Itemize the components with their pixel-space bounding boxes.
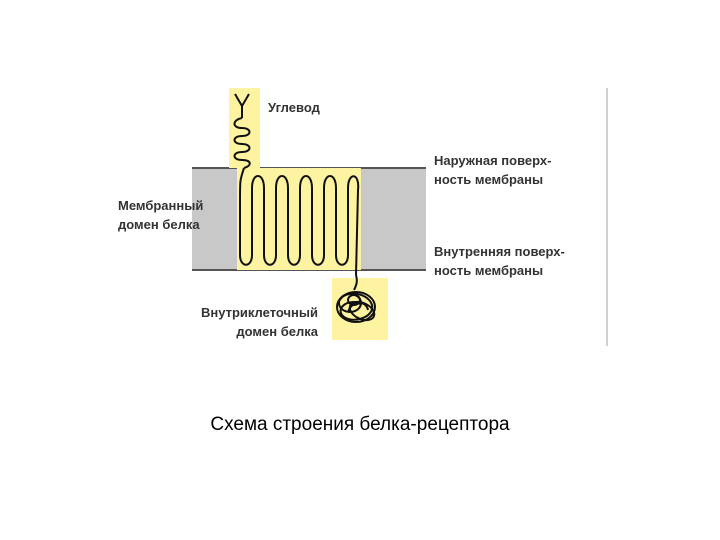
inner-surface-label-line1: Внутренняя поверх- — [434, 244, 565, 259]
transmembrane-chain — [239, 167, 360, 276]
right-edge-line — [606, 88, 608, 346]
carbohydrate-label: Углевод — [268, 100, 320, 115]
carbohydrate-coil — [233, 117, 251, 169]
intracellular-domain-label-line2: домен белка — [236, 324, 318, 339]
inner-surface-label-line2: ность мембраны — [434, 263, 544, 278]
outer-surface-label-line2: ность мембраны — [434, 172, 544, 187]
inner-surface-label: Внутренняя поверх- ность мембраны — [434, 242, 565, 280]
membrane-domain-label-line2: домен белка — [118, 217, 200, 232]
intracellular-domain-label: Внутриклеточный домен белка — [158, 303, 318, 341]
diagram-caption: Схема строения белка-рецептора — [210, 414, 510, 435]
outer-surface-label: Наружная поверх- ность мембраны — [434, 151, 551, 189]
intracellular-tangle — [336, 274, 376, 323]
carbohydrate-y-icon — [234, 93, 250, 118]
membrane-domain-label-line1: Мембранный — [118, 198, 204, 213]
membrane-domain-label: Мембранный домен белка — [118, 196, 203, 234]
outer-surface-label-line1: Наружная поверх- — [434, 153, 552, 168]
intracellular-domain-label-line1: Внутриклеточный — [200, 305, 318, 320]
